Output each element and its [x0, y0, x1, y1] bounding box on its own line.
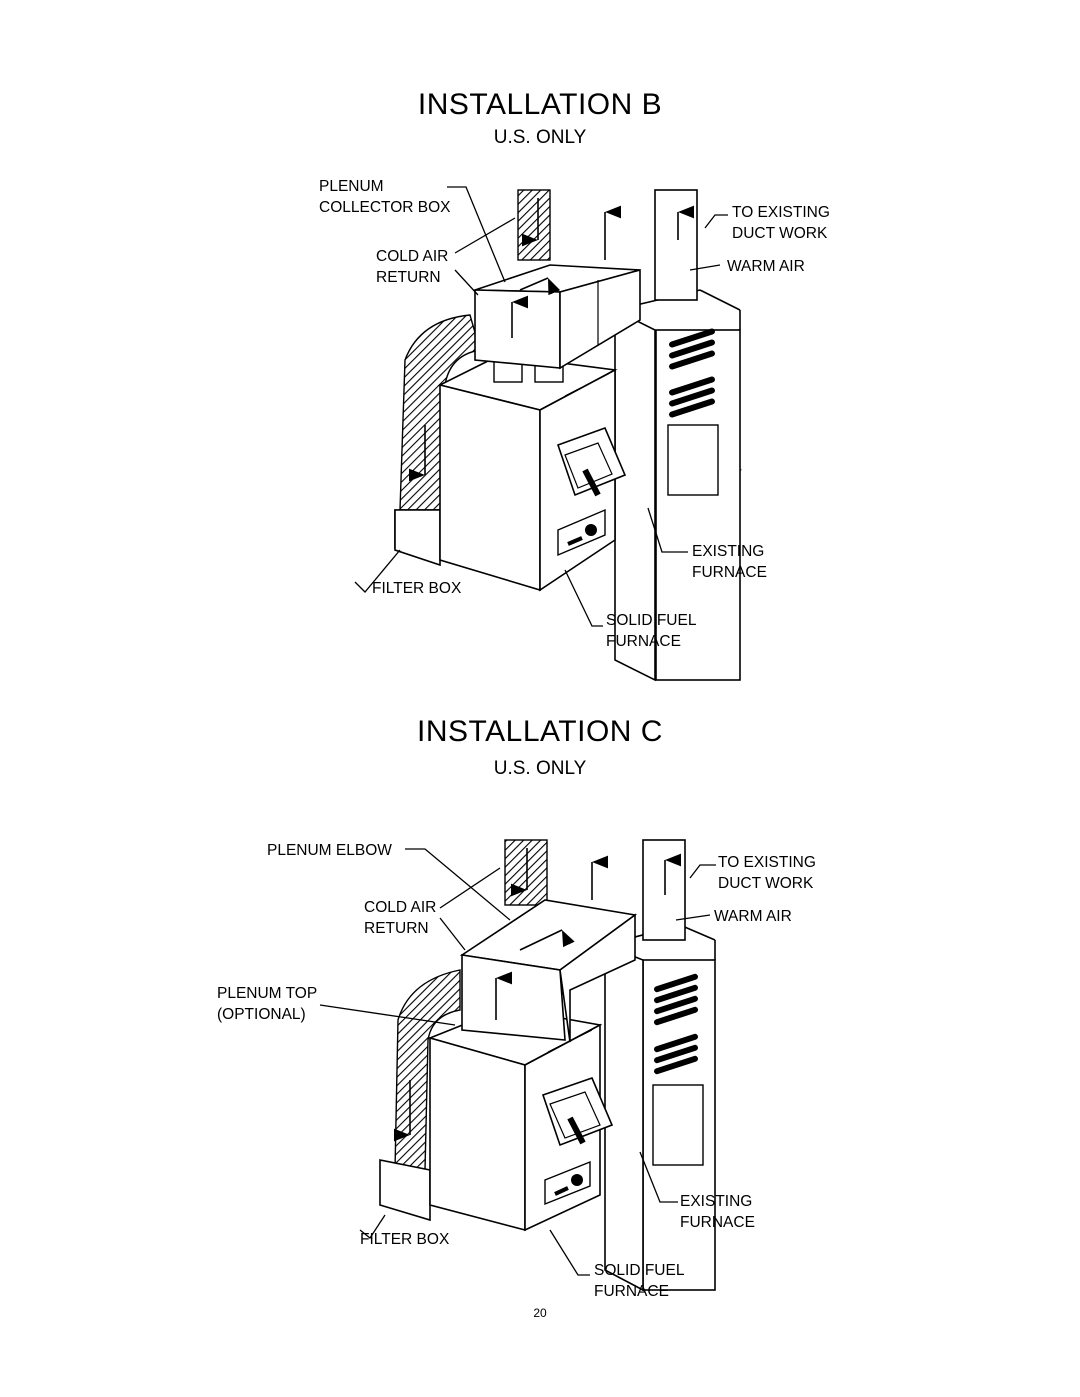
installation-c-subtitle: U.S. ONLY: [493, 758, 587, 779]
installation-c-diagram: [319, 839, 716, 1292]
installation-b-diagram: [354, 186, 743, 682]
installation-c-title: INSTALLATION C: [417, 715, 663, 748]
label-to-existing-duct-work-c: TO EXISTING DUCT WORK: [718, 854, 816, 892]
existing-furnace: [612, 289, 743, 682]
leader-lines: [354, 186, 728, 627]
installation-b-subtitle: U.S. ONLY: [493, 127, 587, 148]
label-cold-air-return: COLD AIR RETURN: [376, 248, 449, 286]
label-warm-air-c: WARM AIR: [714, 908, 792, 925]
label-to-existing-duct-work: TO EXISTING DUCT WORK: [732, 204, 830, 242]
label-plenum-elbow: PLENUM ELBOW: [267, 842, 392, 859]
label-cold-air-return-c: COLD AIR RETURN: [364, 899, 437, 937]
label-existing-furnace: EXISTING FURNACE: [692, 543, 767, 581]
label-filter-box: FILTER BOX: [372, 580, 462, 597]
label-solid-fuel-furnace: SOLID FUEL FURNACE: [606, 612, 697, 650]
label-filter-box-c: FILTER BOX: [360, 1231, 450, 1248]
solid-fuel-furnace-c: [427, 1007, 614, 1232]
filter-box: [394, 509, 441, 567]
installation-b-title: INSTALLATION B: [417, 88, 663, 121]
existing-furnace-c: [604, 924, 716, 1292]
label-plenum-top-optional: PLENUM TOP (OPTIONAL): [217, 985, 318, 1023]
leader-lines-c: [319, 848, 716, 1276]
plenum-elbow: [459, 899, 638, 1043]
solid-fuel-furnace: [437, 354, 627, 592]
warm-air-duct-c: [591, 839, 686, 941]
label-existing-furnace-c: EXISTING FURNACE: [680, 1193, 755, 1231]
warm-air-duct: [604, 189, 698, 301]
page-number: 20: [533, 1306, 547, 1320]
cold-air-return-duct-c: [394, 839, 548, 1171]
filter-box-c: [379, 1159, 431, 1222]
label-solid-fuel-furnace-c: SOLID FUEL FURNACE: [594, 1262, 685, 1300]
plenum-collector-box: [474, 264, 641, 370]
label-warm-air: WARM AIR: [727, 258, 805, 275]
label-plenum-collector-box: PLENUM COLLECTOR BOX: [319, 178, 451, 216]
